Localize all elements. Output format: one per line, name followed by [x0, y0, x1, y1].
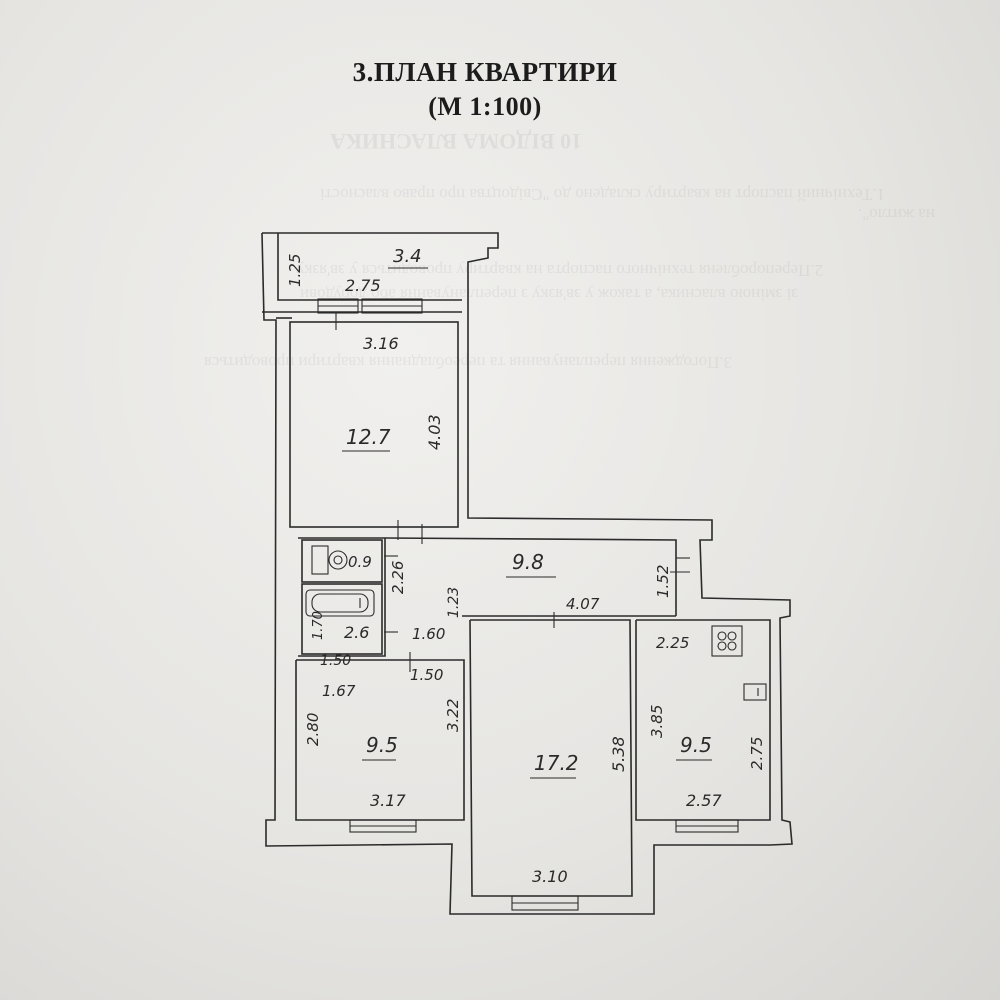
kitchen-area: 9.5: [680, 733, 712, 757]
kitchen-left: 3.85: [648, 705, 666, 738]
room-center-area: 17.2: [534, 751, 579, 775]
room-top-area: 12.7: [346, 425, 391, 449]
room-top-length: 4.03: [425, 414, 444, 450]
scale-label: (М 1:100): [428, 92, 542, 121]
sink-fixture: [743, 683, 767, 701]
page-title: 3.ПЛАН КВАРТИРИ: [352, 57, 618, 87]
corridor-small-width: 1.60: [412, 625, 445, 643]
corridor-width: 1.52: [654, 565, 672, 598]
bath-width: 1.50: [320, 653, 351, 669]
bath-length: 1.70: [311, 611, 326, 640]
kitchen-right: 2.75: [748, 737, 766, 770]
storage-depth: 1.25: [286, 254, 304, 287]
room-left-top: 1.67: [322, 682, 356, 700]
windows: [317, 298, 739, 911]
room-left-bottom: 3.17: [370, 791, 406, 810]
stove-fixture: [711, 625, 743, 657]
bath-area: 2.6: [344, 623, 369, 642]
interior-walls: [289, 321, 771, 897]
corridor-length: 4.07: [566, 595, 600, 613]
bathtub-fixture: [305, 589, 375, 617]
doors: [335, 312, 690, 672]
storage-width: 2.75: [345, 276, 381, 295]
room-left-right: 3.22: [444, 699, 462, 732]
wc-area: 0.9: [348, 553, 372, 571]
toilet-fixture: [311, 545, 348, 575]
kitchen-bottom: 2.57: [686, 791, 722, 810]
corridor-area: 9.8: [512, 550, 544, 574]
room-left-area: 9.5: [366, 733, 398, 757]
room-center-width: 3.10: [532, 867, 568, 886]
room-left-left: 2.80: [304, 713, 322, 746]
corridor-small-sub: 1.23: [446, 587, 462, 618]
room-center-length: 5.38: [609, 736, 628, 772]
storage-area: 3.4: [393, 246, 422, 267]
kitchen-top: 2.25: [656, 634, 689, 652]
corridor-small-length: 2.26: [389, 561, 407, 594]
room-top-width: 3.16: [363, 334, 399, 353]
room-left-door: 1.50: [410, 666, 443, 684]
